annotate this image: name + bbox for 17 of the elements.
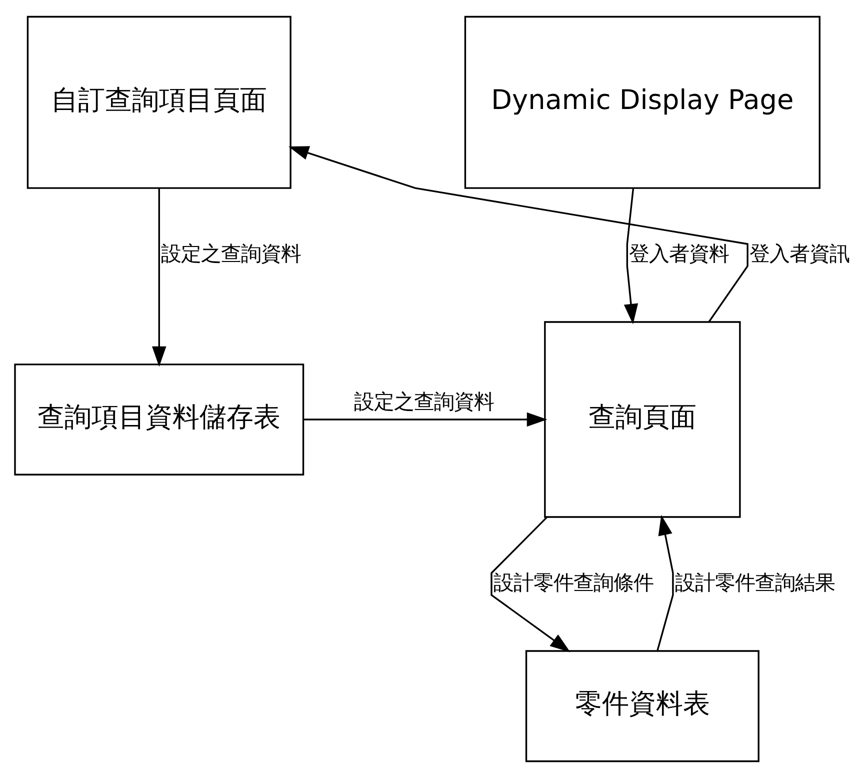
edge-label: 登入者資料 bbox=[628, 241, 729, 266]
arrow bbox=[656, 514, 674, 651]
arrow bbox=[152, 188, 166, 367]
edge-label: 設定之查詢資料 bbox=[354, 390, 494, 414]
edge-label: 設計零件查詢結果 bbox=[675, 570, 836, 594]
arrow bbox=[303, 412, 548, 427]
arrow bbox=[288, 146, 748, 322]
node-box: 自訂查詢項目頁面 bbox=[26, 16, 292, 189]
edge-label: 設計零件查詢條件 bbox=[494, 570, 654, 594]
edge-label: 登入者資訊 bbox=[749, 241, 850, 266]
node-box: Dynamic Display Page bbox=[464, 16, 820, 189]
edge-label: 設定之查詢資料 bbox=[161, 241, 302, 266]
node-box: 零件資料表 bbox=[525, 650, 760, 762]
node-box: 查詢項目資料儲存表 bbox=[14, 364, 304, 476]
arrow bbox=[490, 516, 570, 652]
node-box: 查詢頁面 bbox=[544, 321, 741, 518]
arrow bbox=[624, 188, 638, 324]
